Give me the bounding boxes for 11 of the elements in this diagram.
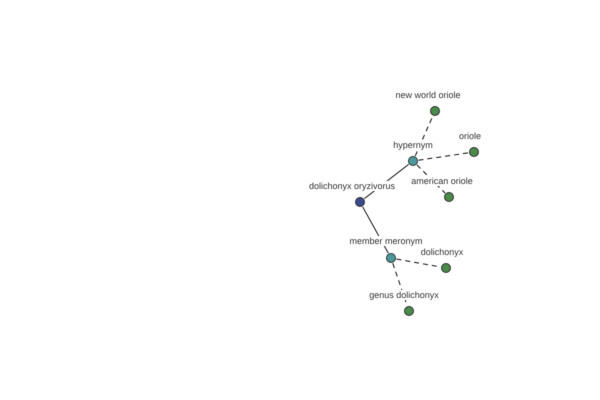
node-label: oriole	[458, 131, 482, 141]
node-label: member meronym	[348, 236, 424, 246]
node-label: american oriole	[410, 176, 474, 186]
node-label: dolichonyx	[420, 247, 464, 257]
node-label: genus dolichonyx	[368, 290, 440, 300]
node-label: hypernym	[392, 140, 434, 150]
connector-line	[418, 152, 470, 161]
node-label: dolichonyx oryzivorus	[308, 181, 396, 191]
connector-line	[416, 164, 446, 194]
connector-line	[414, 116, 434, 156]
node-label: new world oriole	[394, 90, 462, 100]
